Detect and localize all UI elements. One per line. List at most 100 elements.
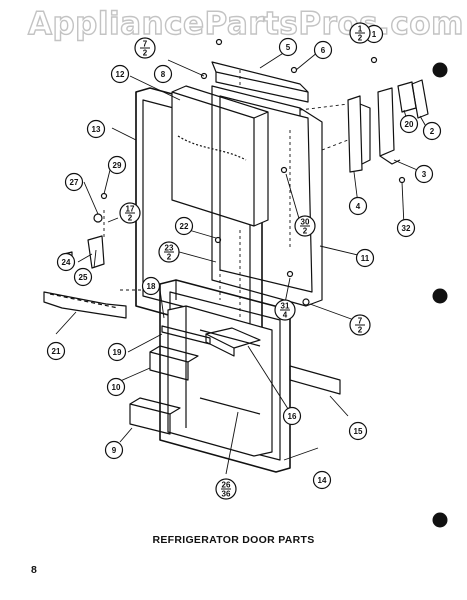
callout-27: 27 — [64, 172, 84, 192]
callout-number: 16 — [288, 412, 297, 421]
callout-number: 13 — [92, 125, 101, 134]
callout-circle — [104, 440, 124, 460]
callout-16: 16 — [282, 406, 302, 426]
door-top-trim — [211, 61, 309, 103]
callout-number: 25 — [79, 273, 88, 282]
callout-21: 21 — [46, 341, 66, 361]
callout-circle — [348, 196, 368, 216]
callout-number: 18 — [147, 282, 156, 291]
callout-15: 15 — [348, 421, 368, 441]
callout-1-2: 12 — [349, 22, 371, 44]
callout-22: 22 — [174, 216, 194, 236]
screw-32 — [398, 176, 406, 184]
callout-denominator: 2 — [128, 214, 133, 223]
dairy-compartment — [205, 327, 261, 357]
callout-20: 20 — [399, 114, 419, 134]
callout-circle — [282, 406, 302, 426]
callout-number: 20 — [405, 120, 414, 129]
callout-circle — [422, 121, 442, 141]
callout-number: 22 — [180, 222, 189, 231]
freezer-door-gasket — [211, 85, 323, 307]
callout-denominator: 36 — [222, 490, 231, 499]
callout-numerator: 30 — [301, 218, 310, 227]
callout-circle — [56, 252, 76, 272]
callout-denominator: 2 — [143, 49, 148, 58]
callout-number: 19 — [113, 348, 122, 357]
fresh-food-door-liner — [167, 305, 273, 457]
callout-circle — [396, 218, 416, 238]
callout-circle — [46, 341, 66, 361]
upper-hinge-bracket — [377, 87, 401, 165]
screw-7-top — [215, 38, 223, 46]
callout-25: 25 — [73, 267, 93, 287]
door-shelf-upper — [149, 345, 199, 381]
callout-4: 4 — [348, 196, 368, 216]
door-handle-bracket — [347, 95, 371, 173]
callout-circle — [86, 119, 106, 139]
screw-6 — [290, 66, 298, 74]
callout-numerator: 31 — [281, 302, 290, 311]
callout-circle — [312, 470, 332, 490]
callout-30-2: 302 — [294, 215, 316, 237]
screw-22 — [214, 236, 222, 244]
callout-circle — [107, 342, 127, 362]
binder-holes — [432, 62, 448, 528]
egg-tray — [43, 291, 127, 319]
callout-17-2: 172 — [119, 202, 141, 224]
callout-number: 12 — [116, 70, 125, 79]
callout-numerator: 23 — [165, 244, 174, 253]
callout-number: 5 — [286, 43, 291, 52]
callout-number: 8 — [161, 70, 166, 79]
callout-number: 29 — [113, 161, 122, 170]
callout-circle — [313, 40, 333, 60]
bottom-trim-cover — [289, 365, 341, 395]
page-number: 8 — [31, 564, 37, 576]
screw-1-2 — [370, 56, 378, 64]
callout-24: 24 — [56, 252, 76, 272]
callout-circle — [174, 216, 194, 236]
hinge-shim-plate — [397, 81, 417, 113]
callout-number: 2 — [430, 127, 435, 136]
callout-number: 6 — [321, 46, 326, 55]
screw-8 — [200, 72, 208, 80]
callout-denominator: 2 — [358, 326, 363, 335]
callout-6: 6 — [313, 40, 333, 60]
callout-denominator: 2 — [358, 34, 363, 43]
callout-number: 10 — [112, 383, 121, 392]
callout-circle — [414, 164, 434, 184]
callout-31-4: 314 — [274, 299, 296, 321]
callout-number: 24 — [62, 258, 71, 267]
callout-number: 32 — [402, 224, 411, 233]
callout-number: 11 — [361, 254, 370, 263]
callout-numerator: 7 — [358, 317, 363, 326]
callout-13: 13 — [86, 119, 106, 139]
callout-denominator: 2 — [167, 253, 172, 262]
callout-8: 8 — [153, 64, 173, 84]
callout-number: 15 — [354, 427, 363, 436]
callout-denominator: 4 — [283, 311, 288, 320]
callout-circle — [278, 37, 298, 57]
callout-10: 10 — [106, 377, 126, 397]
diagram-caption: REFRIGERATOR DOOR PARTS — [152, 534, 315, 546]
callout-29: 29 — [107, 155, 127, 175]
callout-circle — [348, 421, 368, 441]
screw-7-bottom — [302, 298, 310, 306]
callout-14: 14 — [312, 470, 332, 490]
callout-circle — [73, 267, 93, 287]
callout-denominator: 2 — [303, 227, 308, 236]
callout-numerator: 7 — [143, 40, 148, 49]
callout-circle — [355, 248, 375, 268]
callout-2: 2 — [422, 121, 442, 141]
callout-5: 5 — [278, 37, 298, 57]
callout-numerator: 17 — [126, 205, 135, 214]
callout-7-2-bottom: 72 — [349, 314, 371, 336]
watermark-logo: AppliancePartsPros.com — [27, 5, 464, 42]
callout-circle — [64, 172, 84, 192]
callout-number: 21 — [52, 347, 61, 356]
screw-31 — [286, 270, 294, 278]
callout-23-2: 232 — [158, 241, 180, 263]
callout-number: 3 — [422, 170, 427, 179]
